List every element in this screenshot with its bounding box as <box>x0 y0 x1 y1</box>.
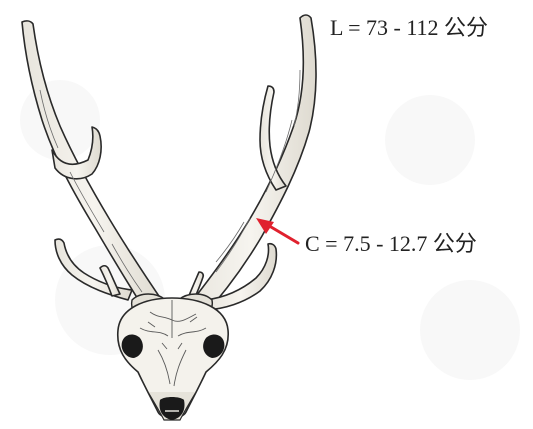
antler-length-label: L = 73 - 112 公分 <box>330 17 488 39</box>
skull <box>118 294 228 420</box>
antler-circumference-label: C = 7.5 - 12.7 公分 <box>305 233 477 255</box>
right-antler <box>185 15 316 320</box>
